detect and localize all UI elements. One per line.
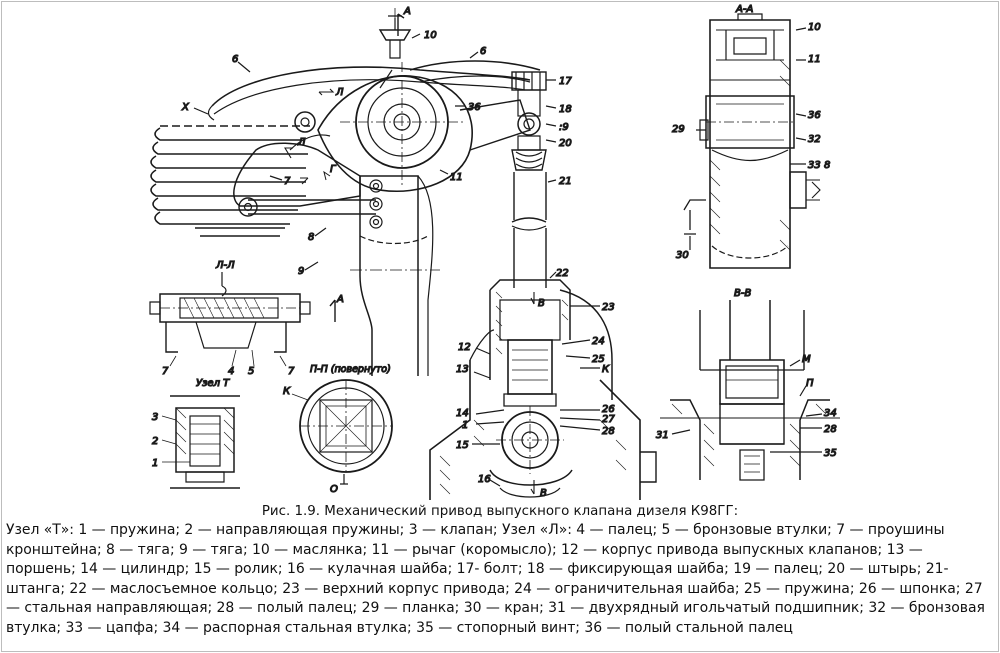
center-label-28: 28 [602, 426, 615, 437]
node-t-detail: Узел Т 3 2 1 [151, 377, 240, 489]
label-36: 36 [468, 102, 481, 113]
center-label-27: 27 [602, 414, 615, 425]
technical-drawing: 10 А 6 6 17 18 :9 20 36 11 21 X Л Л 7 Г … [149, 3, 840, 500]
label-19: :9 [559, 122, 569, 133]
aa-label-11: 11 [808, 54, 821, 65]
valve-spring [150, 125, 310, 237]
label-a-bottom: А [336, 294, 344, 305]
center-label-13: 13 [456, 364, 469, 375]
node-t-title: Узел Т [196, 378, 230, 389]
center-label-1: 1 [462, 420, 468, 431]
center-label-16: 16 [478, 474, 491, 485]
housing-9 [359, 175, 419, 376]
section-a-a-title: А-А [735, 4, 753, 15]
oiler-10 [378, 8, 412, 59]
center-label-b-bottom: В [540, 488, 547, 499]
label-6-left: 6 [232, 54, 238, 65]
label-l-top: Л [335, 87, 344, 98]
bb-label-m: М [802, 354, 811, 365]
center-label-23: 23 [602, 302, 615, 313]
aa-label-10: 10 [808, 22, 821, 33]
ll-label-7-left: 7 [162, 366, 169, 377]
ll-label-7-right: 7 [288, 366, 295, 377]
label-10: 10 [424, 30, 437, 41]
pp-label-o: О [330, 484, 338, 495]
label-l-side: Л [297, 137, 306, 148]
label-18: 18 [559, 104, 572, 115]
label-20: 20 [559, 138, 572, 149]
center-label-24: 24 [592, 336, 605, 347]
figure-caption: Рис. 1.9. Механический привод выпускного… [6, 502, 994, 639]
section-b-b: В-В М П 34 31 28 35 [655, 287, 840, 481]
drive-housing-section: 22 23 В 12 24 25 13 К 14 1 26 27 28 15 1… [429, 225, 657, 500]
label-6-right: 6 [480, 46, 486, 57]
bb-label-34: 34 [824, 408, 837, 419]
label-21: 21 [559, 176, 572, 187]
section-l-l-title: Л-Л [215, 260, 235, 271]
section-a-a: А-А 10 11 36 29 32 33 8 30 [671, 3, 831, 269]
label-8: 8 [308, 232, 314, 243]
center-label-b-top: В [538, 298, 545, 309]
section-p-p: П-П (повернуто) К О [282, 363, 393, 496]
center-label-15: 15 [456, 440, 469, 451]
node-t-label-2: 2 [152, 436, 158, 447]
pin-assembly [511, 71, 547, 171]
section-p-p-title: П-П (повернуто) [310, 364, 391, 375]
node-t-label-3: 3 [152, 412, 158, 423]
label-17: 17 [559, 76, 572, 87]
label-a-top: А [403, 6, 411, 17]
section-b-b-title: В-В [734, 288, 751, 299]
ll-label-4: 4 [228, 366, 234, 377]
bb-label-31: 31 [656, 430, 669, 441]
ll-label-5: 5 [248, 366, 254, 377]
node-t-label-1: 1 [152, 458, 158, 469]
center-label-25: 25 [592, 354, 605, 365]
center-label-k: К [602, 364, 610, 375]
aa-label-33: 33 [808, 160, 821, 171]
center-label-14: 14 [456, 408, 469, 419]
aa-label-32: 32 [808, 134, 821, 145]
center-label-12: 12 [458, 342, 471, 353]
center-label-22: 22 [556, 268, 569, 279]
caption-title: Рис. 1.9. Механический привод выпускного… [261, 504, 739, 519]
label-9: 9 [298, 266, 304, 277]
label-x: X [181, 102, 190, 113]
main-assembly-view: 10 А 6 6 17 18 :9 20 36 11 21 X Л Л 7 Г … [150, 5, 573, 376]
aa-label-30: 30 [676, 250, 689, 261]
caption-legend: Узел «Т»: 1 — пружина; 2 — направляющая … [6, 522, 985, 636]
label-11: 11 [450, 172, 463, 183]
center-label-26: 26 [602, 404, 615, 415]
bb-label-28: 28 [824, 424, 837, 435]
aa-label-8: 8 [824, 160, 830, 171]
label-g: Г [330, 164, 337, 175]
bb-label-p: П [806, 378, 814, 389]
pp-label-k: К [283, 386, 291, 397]
label-7: 7 [284, 176, 291, 187]
aa-label-36: 36 [808, 110, 821, 121]
aa-label-29: 29 [672, 124, 685, 135]
push-rod-21 [511, 172, 547, 223]
bb-label-35: 35 [824, 448, 837, 459]
link-rod-8 [248, 199, 376, 215]
section-l-l: Л-Л 7 4 5 7 [149, 259, 311, 378]
